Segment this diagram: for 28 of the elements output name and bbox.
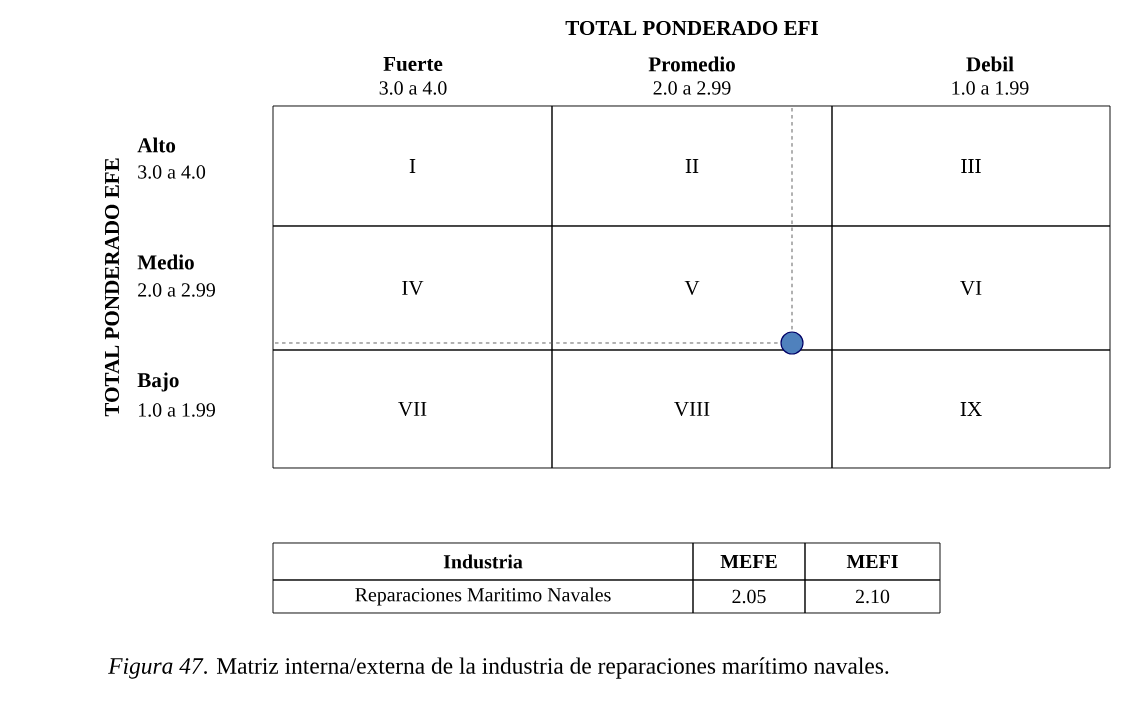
row-header: 1.0 a 1.99 (139, 403, 215, 417)
matrix-cell: V (551, 225, 833, 351)
row-header: Bajo (137, 372, 179, 392)
table-cell: MEFI (804, 542, 941, 581)
table-cell: Industria (272, 542, 694, 581)
row-header: 2.0 a 2.99 (138, 283, 215, 297)
row-header: 3.0 a 4.0 (138, 165, 206, 179)
matrix-cell: VIII (551, 349, 833, 469)
matrix-cell: IV (272, 225, 553, 351)
matrix-cell: II (551, 105, 833, 227)
row-header: Medio (137, 254, 194, 270)
table-cell: 2.10 (804, 579, 941, 614)
matrix-cell: VI (831, 225, 1111, 351)
row-header: Alto (137, 137, 176, 153)
matrix-cell: I (272, 105, 553, 227)
table-cell: 2.05 (692, 579, 806, 614)
matrix-cell: VII (272, 349, 553, 469)
table-cell: Reparaciones Maritimo Navales (272, 579, 694, 614)
matrix-cell: IX (831, 349, 1111, 469)
column-header: Debil (966, 56, 1014, 72)
column-header: Promedio (648, 56, 735, 72)
axis-title: TOTAL PONDERADO EFE (104, 158, 120, 417)
axis-title: TOTAL PONDERADO EFI (565, 20, 818, 36)
table-cell: MEFE (692, 542, 806, 581)
column-header: Fuerte (383, 56, 443, 72)
matrix-cell: III (831, 105, 1111, 227)
position-dot (780, 331, 804, 355)
caption: Figura 47. Matriz interna/externa de la industria de reparaciones marítimo navales. (108, 657, 889, 679)
